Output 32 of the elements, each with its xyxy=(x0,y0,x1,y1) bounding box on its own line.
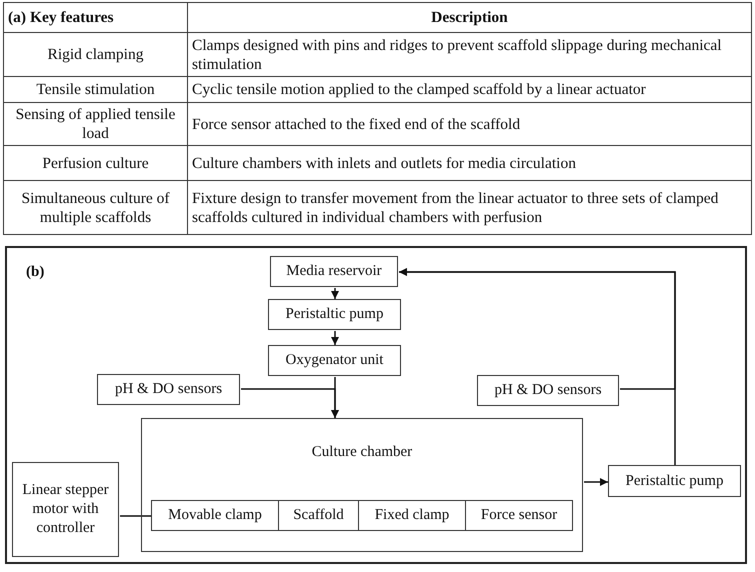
arrow xyxy=(241,388,339,418)
chamber-box xyxy=(141,418,583,552)
feature-description: Clamps designed with pins and ridges to prevent scaffold slippage during mechanical stimulation xyxy=(192,36,722,72)
feature-description: Force sensor attached to the fixed end of the scaffold xyxy=(192,116,520,132)
feature-name: Tensile stimulation xyxy=(36,81,155,98)
process-box: Peristaltic pump xyxy=(608,465,741,497)
column-header: (a) Key features xyxy=(8,9,114,26)
arrow xyxy=(399,268,676,390)
process-box: Oxygenator unit xyxy=(268,345,401,376)
feature-description: Fixture design to transfer movement from the linear actuator to three sets of clamped scaffolds cultured in individual chambers with perfusion xyxy=(192,190,718,226)
process-box: Media reservoir xyxy=(270,256,398,287)
process-box: Force sensor xyxy=(465,500,573,531)
arrow xyxy=(584,478,608,486)
column-header: Description xyxy=(431,9,508,26)
process-box: Fixed clamp xyxy=(358,500,466,531)
process-box: Scaffold xyxy=(278,500,359,531)
chamber-heading: Culture chamber xyxy=(310,443,414,462)
panel-label: (b) xyxy=(26,264,44,281)
process-box: pH & DO sensors xyxy=(97,374,240,405)
feature-name: Sensing of applied tensile load xyxy=(16,106,176,142)
feature-description: Cyclic tensile motion applied to the clamped scaffold by a linear actuator xyxy=(192,81,646,98)
process-box: Movable clamp xyxy=(151,500,279,531)
process-box: Linear stepper motor with controller xyxy=(12,462,119,557)
feature-name: Perfusion culture xyxy=(42,154,149,172)
feature-description: Culture chambers with inlets and outlets for media circulation xyxy=(192,154,576,172)
arrow xyxy=(331,331,339,345)
feature-name: Simultaneous culture of multiple scaffolds xyxy=(21,190,170,226)
process-box: pH & DO sensors xyxy=(477,375,619,406)
feature-name: Rigid clamping xyxy=(47,46,144,63)
arrow xyxy=(331,288,339,299)
connector-line xyxy=(120,515,151,517)
process-box: Peristaltic pump xyxy=(268,299,401,330)
